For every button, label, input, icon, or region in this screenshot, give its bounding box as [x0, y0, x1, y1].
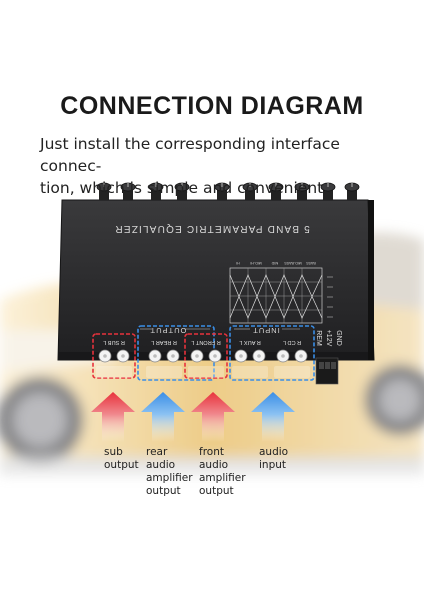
port-group: R FRONT L: [184, 333, 228, 379]
eq-band-label: HI: [236, 261, 240, 265]
port-label: R FRONT L: [191, 339, 220, 345]
knob: [344, 182, 360, 200]
knob: [96, 182, 112, 200]
knob: [120, 182, 136, 200]
knob: [242, 182, 258, 200]
port-label: R SUB L: [103, 339, 125, 345]
front-output-arrow: [191, 392, 235, 442]
power-label: REM: [315, 330, 322, 346]
panel-title: 5 BAND PARAMETRIC EQUALIZER: [114, 223, 310, 234]
knob: [214, 182, 230, 200]
eq-band-label: MID-HI: [250, 261, 261, 265]
description: Just install the corresponding interface…: [40, 133, 400, 199]
port-label: R REAR L: [151, 339, 177, 345]
eq-band-labels: HI MID-HI MID MID-BASS BASS: [236, 261, 333, 318]
callout-rear-output: rear audio amplifier output: [146, 446, 193, 497]
eq-graph: [229, 267, 323, 324]
callout-sub-output: sub output: [104, 446, 139, 471]
port-label: R CD L: [283, 339, 301, 345]
description-line-2: tion, which is simple and convenient: [40, 179, 324, 197]
description-line-1: Just install the corresponding interface…: [40, 135, 340, 175]
power-label: +12V: [325, 330, 332, 347]
port-group: R SUB L: [92, 333, 136, 379]
input-frame: [229, 325, 315, 381]
port-label: R AUX L: [239, 339, 260, 345]
port-group: R AUX L: [232, 339, 268, 378]
callout-audio-input: audio input: [259, 446, 289, 471]
knob: [148, 182, 164, 200]
eq-band-label: BASS: [306, 261, 316, 265]
page-title: CONNECTION DIAGRAM: [60, 92, 364, 120]
knob: [174, 182, 190, 200]
rear-output-arrow: [141, 392, 185, 442]
port-group: R CD L: [274, 339, 310, 378]
port-group: R REAR L: [146, 339, 182, 378]
power-terminal: [315, 357, 339, 385]
rca-ports: R SUB L R REAR L R FRONT L R AUX L R CD L: [92, 325, 315, 381]
knob: [320, 182, 336, 200]
eq-band-label: MID: [271, 261, 278, 265]
audio-input-arrow: [251, 392, 295, 442]
power-label: GND: [335, 330, 342, 346]
input-section-label: INPUT: [252, 326, 280, 335]
sub-output-arrow: [91, 392, 135, 442]
knob: [294, 182, 310, 200]
output-section-label: OUTPUT: [150, 326, 187, 335]
callout-front-output: front audio amplifier output: [199, 446, 246, 497]
knob: [268, 182, 284, 200]
eq-band-label: MID-BASS: [284, 261, 302, 265]
